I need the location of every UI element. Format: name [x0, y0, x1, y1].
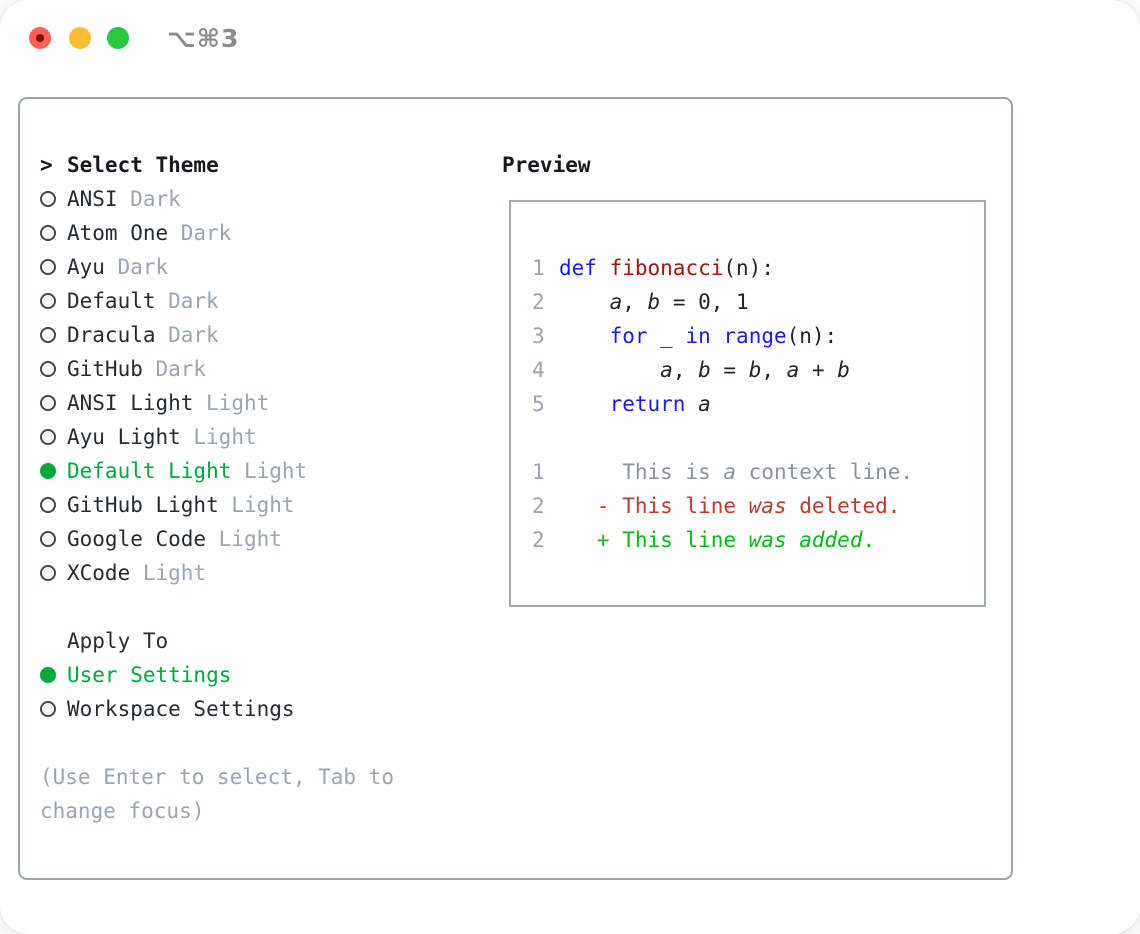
theme-tag: Dark — [168, 289, 219, 313]
theme-tag: Light — [206, 391, 270, 415]
radio-icon — [40, 293, 56, 309]
titlebar: ⌥⌘3 — [0, 0, 1140, 97]
theme-option-ansi-dark[interactable]: ANSI Dark — [40, 182, 500, 216]
theme-option-ayu-light[interactable]: Ayu Light Light — [40, 420, 500, 454]
theme-tag: Light — [231, 493, 295, 517]
theme-tag: Light — [243, 459, 308, 483]
radio-icon — [40, 565, 56, 581]
diff-context-line: 1 This is a context line. — [532, 460, 914, 484]
radio-icon — [40, 497, 56, 513]
theme-option-default-light[interactable]: Default Light Light — [40, 454, 500, 488]
diff-added-line: 2 + This line was added. — [532, 528, 876, 552]
theme-tag: Dark — [130, 187, 181, 211]
diff-deleted-line: 2 - This line was deleted. — [532, 494, 901, 518]
code-line: 2 a, b = 0, 1 — [532, 290, 749, 314]
theme-tag: Dark — [180, 221, 232, 245]
theme-option-ayu-dark[interactable]: Ayu Dark — [40, 250, 500, 284]
apply-to-header: Apply To — [40, 624, 500, 658]
close-button[interactable] — [29, 27, 51, 49]
radio-selected-icon — [40, 463, 56, 479]
theme-tag: Dark — [155, 357, 207, 381]
radio-icon — [40, 327, 56, 343]
window-shortcut-label: ⌥⌘3 — [167, 24, 240, 53]
spacer — [40, 590, 500, 624]
radio-icon — [40, 361, 56, 377]
radio-icon — [40, 701, 56, 717]
theme-picker-title: Select Theme — [67, 153, 219, 177]
spacer — [40, 726, 500, 760]
theme-tag: Light — [218, 527, 282, 551]
blank-line — [532, 421, 966, 455]
theme-option-google-code-light[interactable]: Google Code Light — [40, 522, 500, 556]
radio-icon — [40, 429, 56, 445]
apply-to-option-user-settings[interactable]: User Settings — [40, 658, 500, 692]
radio-icon — [40, 395, 56, 411]
preview-title: Preview — [502, 153, 591, 177]
unsaved-indicator-dot — [36, 34, 44, 42]
radio-icon — [40, 225, 56, 241]
selection-pointer: > — [40, 153, 53, 177]
radio-icon — [40, 531, 56, 547]
zoom-button[interactable] — [107, 27, 129, 49]
theme-option-default-dark[interactable]: Default Dark — [40, 284, 500, 318]
theme-picker-header: > Select Theme — [40, 148, 500, 182]
radio-icon — [40, 191, 56, 207]
main-panel: > Select Theme ANSI Dark Atom One Dark A… — [18, 97, 1013, 880]
theme-picker-column: > Select Theme ANSI Dark Atom One Dark A… — [40, 148, 500, 828]
code-line: 4 a, b = b, a + b — [532, 358, 850, 382]
theme-tag: Light — [142, 561, 207, 585]
theme-option-xcode-light[interactable]: XCode Light — [40, 556, 500, 590]
apply-to-option-workspace-settings[interactable]: Workspace Settings — [40, 692, 500, 726]
keyboard-hint: (Use Enter to select, Tab to change focu… — [40, 765, 395, 823]
apply-to-title: Apply To — [67, 629, 169, 653]
theme-option-ansi-light[interactable]: ANSI Light Light — [40, 386, 500, 420]
theme-tag: Light — [193, 425, 257, 449]
theme-tag: Dark — [117, 255, 169, 279]
theme-option-dracula-dark[interactable]: Dracula Dark — [40, 318, 500, 352]
radio-icon — [40, 259, 56, 275]
minimize-button[interactable] — [69, 27, 91, 49]
theme-option-github-dark[interactable]: GitHub Dark — [40, 352, 500, 386]
theme-tag: Dark — [168, 323, 219, 347]
code-line: 3 for _ in range(n): — [532, 324, 838, 348]
radio-selected-icon — [40, 667, 56, 683]
theme-option-github-light[interactable]: GitHub Light Light — [40, 488, 500, 522]
code-line: 5 return a — [532, 392, 711, 416]
theme-option-atom-one-dark[interactable]: Atom One Dark — [40, 216, 500, 250]
